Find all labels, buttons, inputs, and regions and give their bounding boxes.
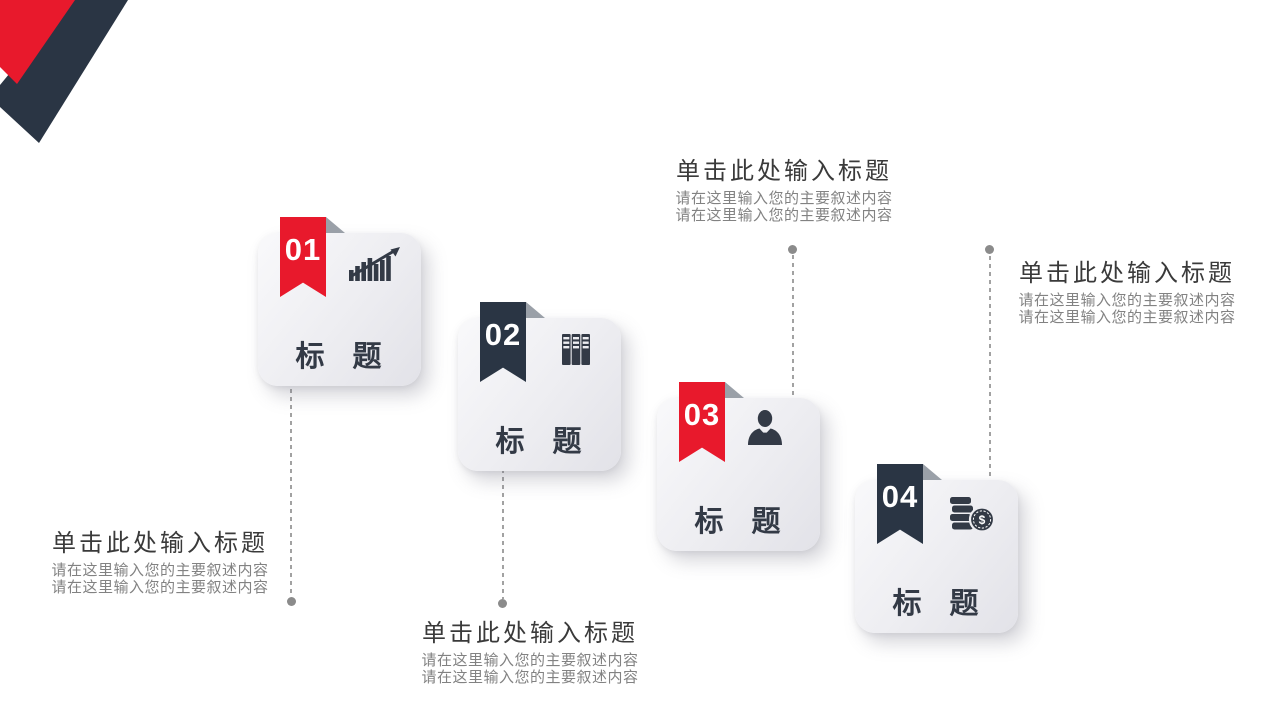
connector-dot-4 bbox=[985, 245, 994, 254]
ribbon-fold bbox=[725, 382, 744, 398]
ribbon-fold bbox=[526, 302, 545, 318]
card-title[interactable]: 标 题 bbox=[892, 588, 981, 620]
checkmark-navy-shape bbox=[0, 0, 128, 143]
step-card-01[interactable]: 01 标 题 bbox=[258, 217, 421, 386]
note-block-4[interactable]: 单击此处输入标题 请在这里输入您的主要叙述内容 请在这里输入您的主要叙述内容 bbox=[995, 260, 1259, 327]
note-block-1[interactable]: 单击此处输入标题 请在这里输入您的主要叙述内容 请在这里输入您的主要叙述内容 bbox=[28, 530, 292, 597]
note-body-line[interactable]: 请在这里输入您的主要叙述内容 bbox=[1018, 309, 1236, 326]
note-title[interactable]: 单击此处输入标题 bbox=[52, 530, 268, 557]
corner-checkmark-decoration bbox=[0, 0, 128, 143]
connector-line-1 bbox=[290, 389, 292, 596]
connector-dot-1 bbox=[287, 597, 296, 606]
card-title[interactable]: 标 题 bbox=[295, 341, 384, 373]
connector-dot-3 bbox=[788, 245, 797, 254]
card-title[interactable]: 标 题 bbox=[495, 426, 584, 458]
step-number-ribbon: 02 bbox=[480, 302, 526, 382]
note-body-line[interactable]: 请在这里输入您的主要叙述内容 bbox=[421, 669, 639, 686]
note-body-line[interactable]: 请在这里输入您的主要叙述内容 bbox=[51, 579, 269, 596]
note-body-line[interactable]: 请在这里输入您的主要叙述内容 bbox=[51, 562, 269, 579]
checkmark-red-shape bbox=[0, 0, 75, 84]
note-body-line[interactable]: 请在这里输入您的主要叙述内容 bbox=[675, 207, 893, 224]
step-number-ribbon: 03 bbox=[679, 382, 725, 462]
step-card-03[interactable]: 03 标 题 bbox=[657, 382, 820, 551]
step-number-ribbon: 04 bbox=[877, 464, 923, 544]
ribbon-fold bbox=[326, 217, 345, 233]
note-body-line[interactable]: 请在这里输入您的主要叙述内容 bbox=[421, 652, 639, 669]
note-block-3[interactable]: 单击此处输入标题 请在这里输入您的主要叙述内容 请在这里输入您的主要叙述内容 bbox=[652, 158, 916, 225]
note-title[interactable]: 单击此处输入标题 bbox=[676, 158, 892, 185]
card-title[interactable]: 标 题 bbox=[694, 506, 783, 538]
ribbon-fold bbox=[923, 464, 942, 480]
connector-line-3 bbox=[792, 255, 794, 398]
step-number-ribbon: 01 bbox=[280, 217, 326, 297]
businessman-icon bbox=[748, 410, 782, 445]
data-columns-icon bbox=[562, 334, 590, 365]
note-title[interactable]: 单击此处输入标题 bbox=[422, 620, 638, 647]
step-card-02[interactable]: 02 标 题 bbox=[458, 302, 621, 471]
connector-dot-2 bbox=[498, 599, 507, 608]
note-body-line[interactable]: 请在这里输入您的主要叙述内容 bbox=[675, 190, 893, 207]
dollar-glyph: $ bbox=[979, 513, 986, 527]
connector-line-4 bbox=[989, 256, 991, 479]
note-body-line[interactable]: 请在这里输入您的主要叙述内容 bbox=[1018, 292, 1236, 309]
note-block-2[interactable]: 单击此处输入标题 请在这里输入您的主要叙述内容 请在这里输入您的主要叙述内容 bbox=[398, 620, 662, 687]
growth-chart-icon bbox=[349, 247, 400, 281]
step-card-04[interactable]: 04 $ 标 题 bbox=[855, 464, 1018, 633]
connector-line-2 bbox=[502, 469, 504, 599]
coins-icon: $ bbox=[950, 497, 995, 532]
note-title[interactable]: 单击此处输入标题 bbox=[1019, 260, 1235, 287]
